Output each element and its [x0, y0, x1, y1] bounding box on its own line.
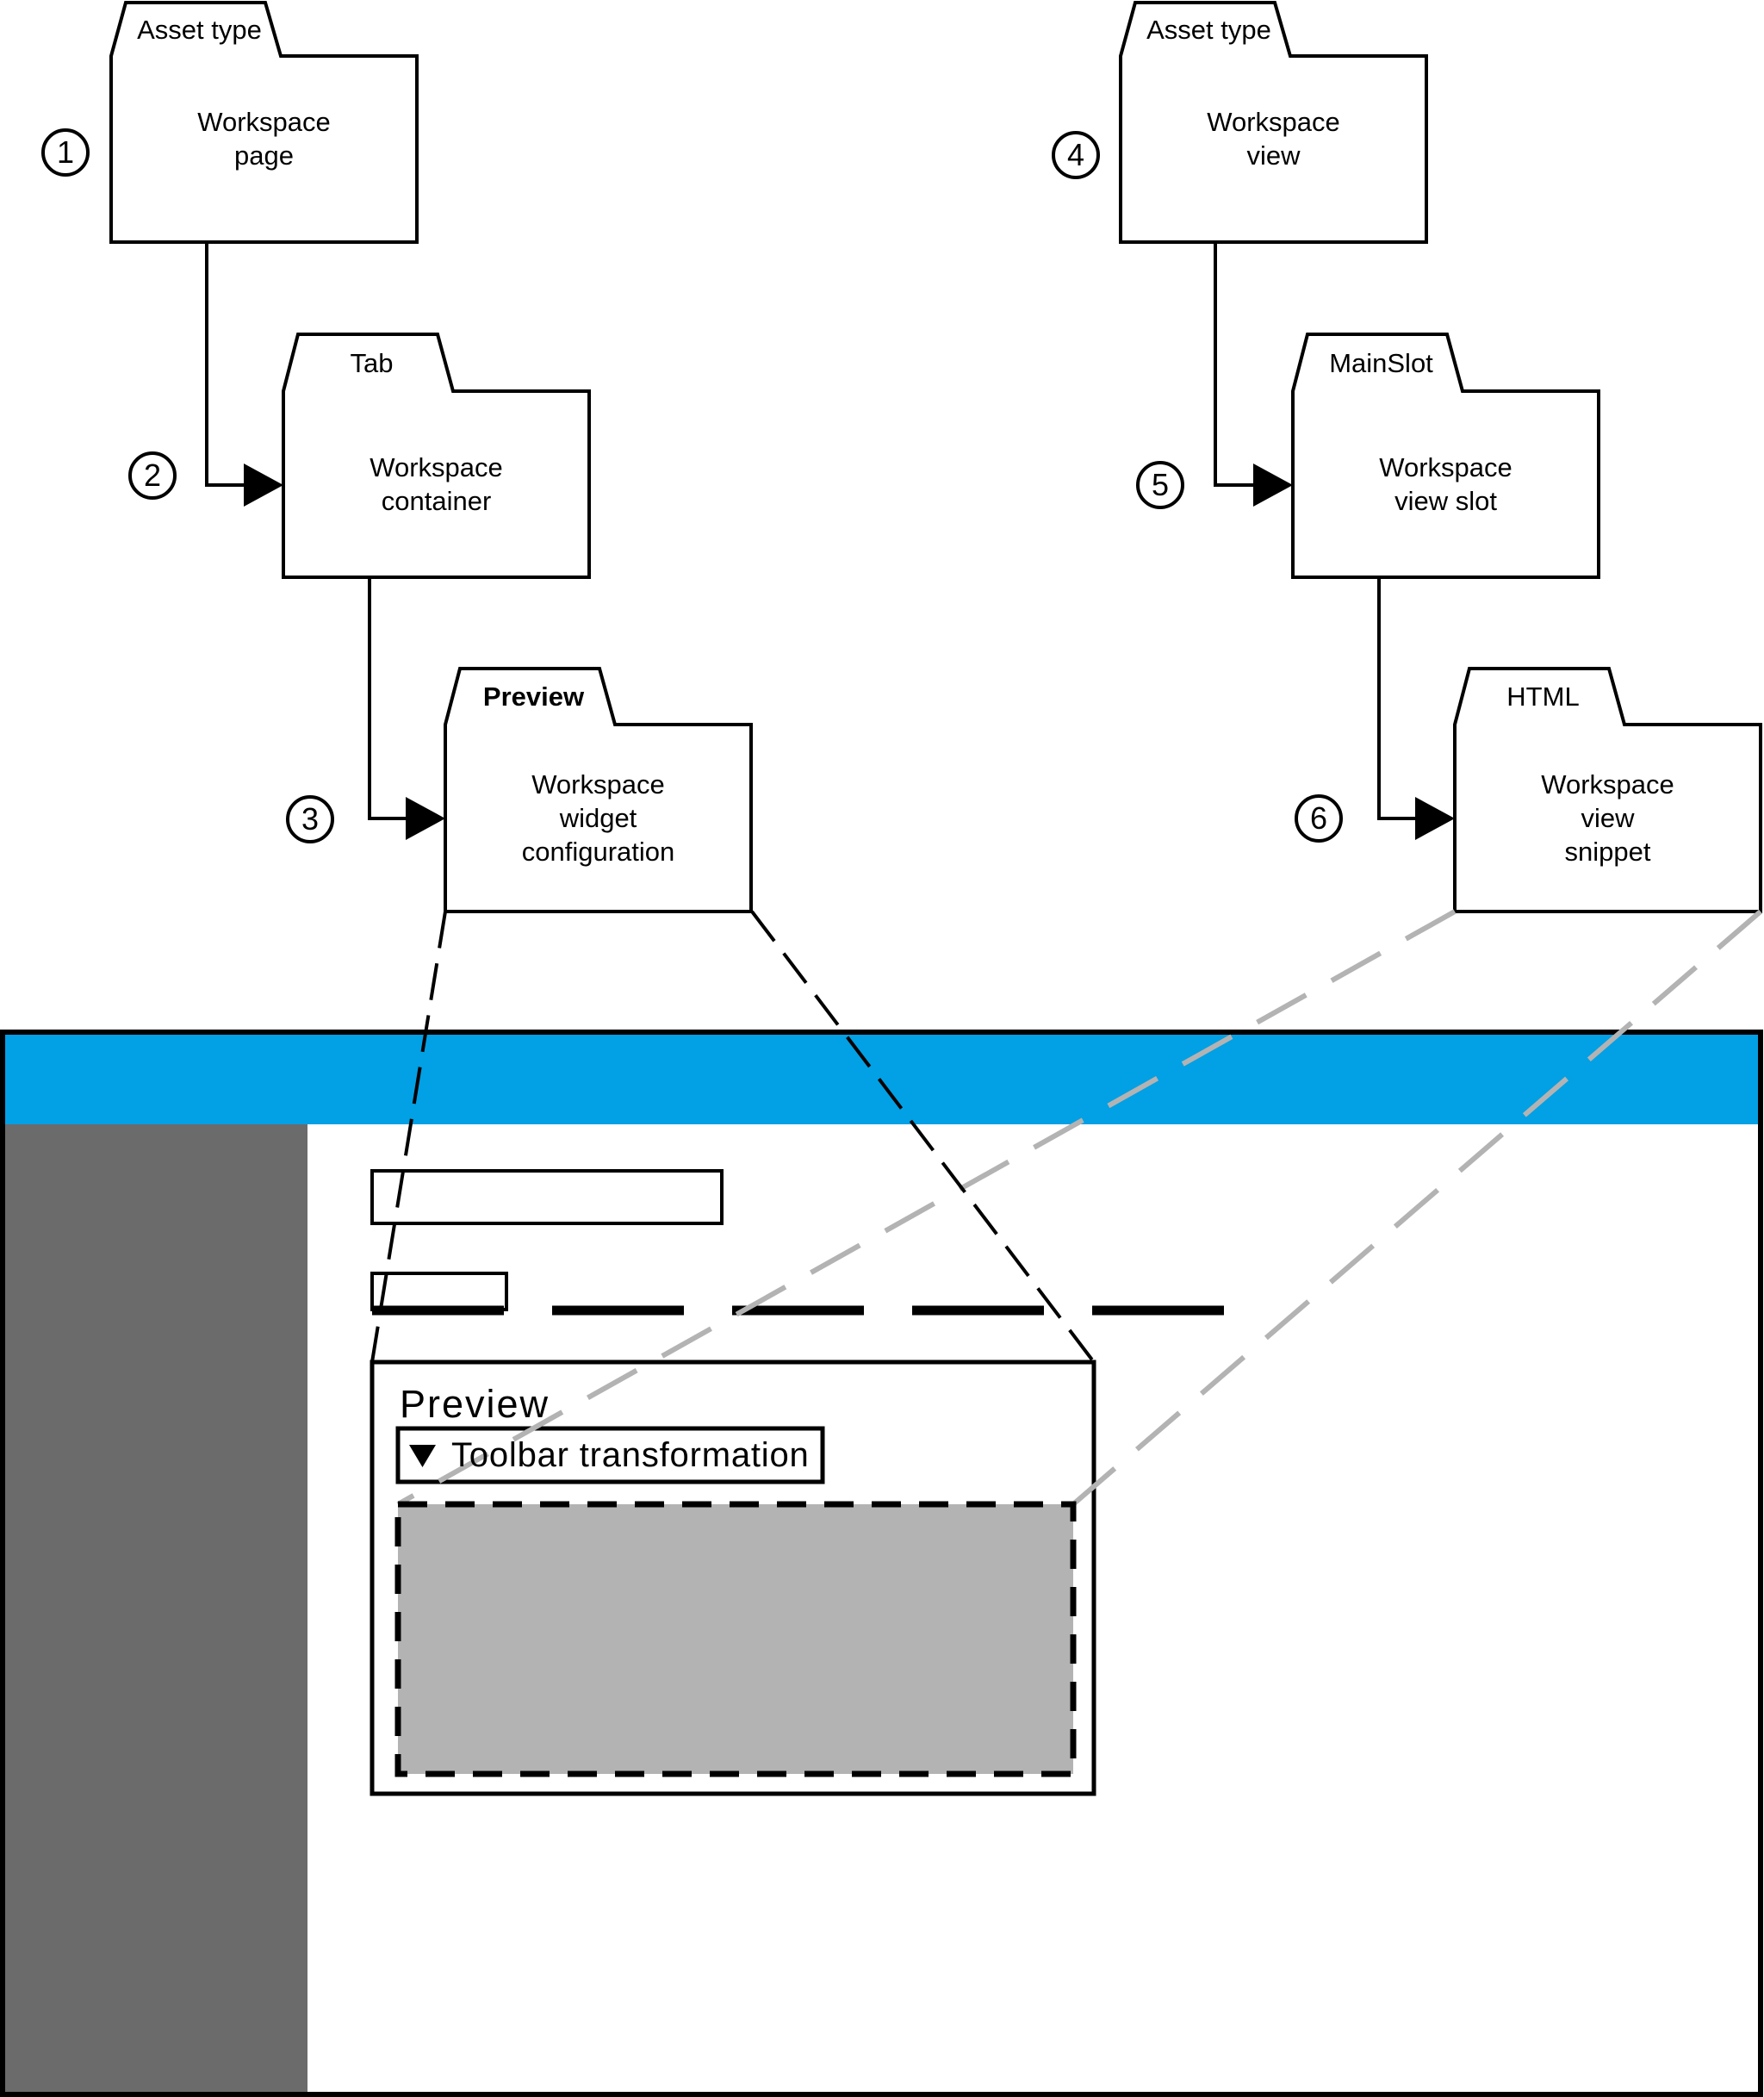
folder-workspace-container-shape	[282, 333, 591, 579]
step-number-6: 6	[1309, 800, 1328, 836]
folder-workspace-page-tab-label: Asset type	[137, 14, 262, 45]
folder-workspace-view-shape	[1119, 0, 1428, 244]
step-circles	[41, 128, 1343, 843]
folder-workspace-page-shape	[109, 0, 419, 244]
widget-config-mapping-lines	[370, 910, 1096, 1364]
folder-workspace-view-tab-label: Asset type	[1146, 14, 1271, 45]
connector-page-to-container	[205, 244, 246, 487]
connector-lines	[205, 244, 1418, 820]
step-circle-1	[41, 128, 90, 177]
step-number-3: 3	[301, 801, 320, 837]
connector-view-slot-to-snippet	[1377, 579, 1418, 820]
arrowhead-container	[244, 464, 283, 507]
folder-workspace-container-tab-label: Tab	[350, 347, 394, 378]
mapping-line-config-left	[370, 911, 447, 1363]
folder-workspace-view-slot-shape	[1291, 333, 1600, 579]
form-field-placeholder-small[interactable]	[370, 1272, 508, 1311]
folder-workspace-container-label: Workspace container	[370, 452, 503, 516]
folder-workspace-view-slot-label: Workspace view slot	[1379, 452, 1512, 516]
folder-workspace-widget-configuration-tab-label: Preview	[482, 681, 585, 712]
folder-workspace-view-slot-tab-label: MainSlot	[1329, 347, 1433, 378]
folder-workspace-widget-configuration-shape	[444, 667, 753, 913]
arrowhead-widget-config	[406, 797, 445, 840]
mapping-line-snippet-right	[1071, 909, 1762, 1507]
step-circle-3	[286, 795, 334, 843]
preview-placeholder-area	[394, 1501, 1077, 1777]
folder-workspace-view-snippet-label: Workspace view snippet	[1541, 769, 1674, 867]
connector-container-to-widget-config	[368, 579, 408, 820]
folder-workspace-view-label: Workspace view	[1207, 107, 1340, 171]
toolbar-transformation-button-label[interactable]: Toolbar transformation	[451, 1435, 810, 1474]
step-circle-6	[1295, 794, 1343, 843]
mapping-line-config-right	[750, 910, 1096, 1364]
snippet-mapping-lines	[396, 909, 1762, 1507]
browser-sidebar	[5, 1124, 307, 2092]
step-number-5: 5	[1151, 467, 1170, 502]
preview-panel-heading: Preview	[400, 1382, 550, 1426]
folder-workspace-view-snippet-tab-label: HTML	[1506, 681, 1580, 712]
caret-down-icon	[409, 1445, 436, 1467]
step-circle-4	[1052, 131, 1100, 179]
step-number-2: 2	[143, 457, 162, 493]
arrowhead-view-slot	[1253, 464, 1293, 507]
form-field-placeholder-large[interactable]	[370, 1169, 724, 1225]
mapping-line-snippet-left	[396, 909, 1457, 1507]
arrowhead-snippet	[1415, 797, 1455, 840]
step-number-4: 4	[1066, 137, 1085, 172]
folder-workspace-widget-configuration-label: Workspace widget configuration	[521, 769, 675, 867]
folder-workspace-view-snippet-shape	[1453, 667, 1762, 913]
connector-arrowheads	[244, 464, 1455, 840]
toolbar-transformation-button-box[interactable]	[395, 1426, 825, 1484]
step-circle-5	[1136, 461, 1184, 509]
step-number-1: 1	[56, 134, 75, 170]
folder-workspace-page-label: Workspace page	[197, 107, 331, 171]
step-circle-2	[128, 451, 177, 500]
connector-view-to-view-slot	[1214, 244, 1256, 487]
